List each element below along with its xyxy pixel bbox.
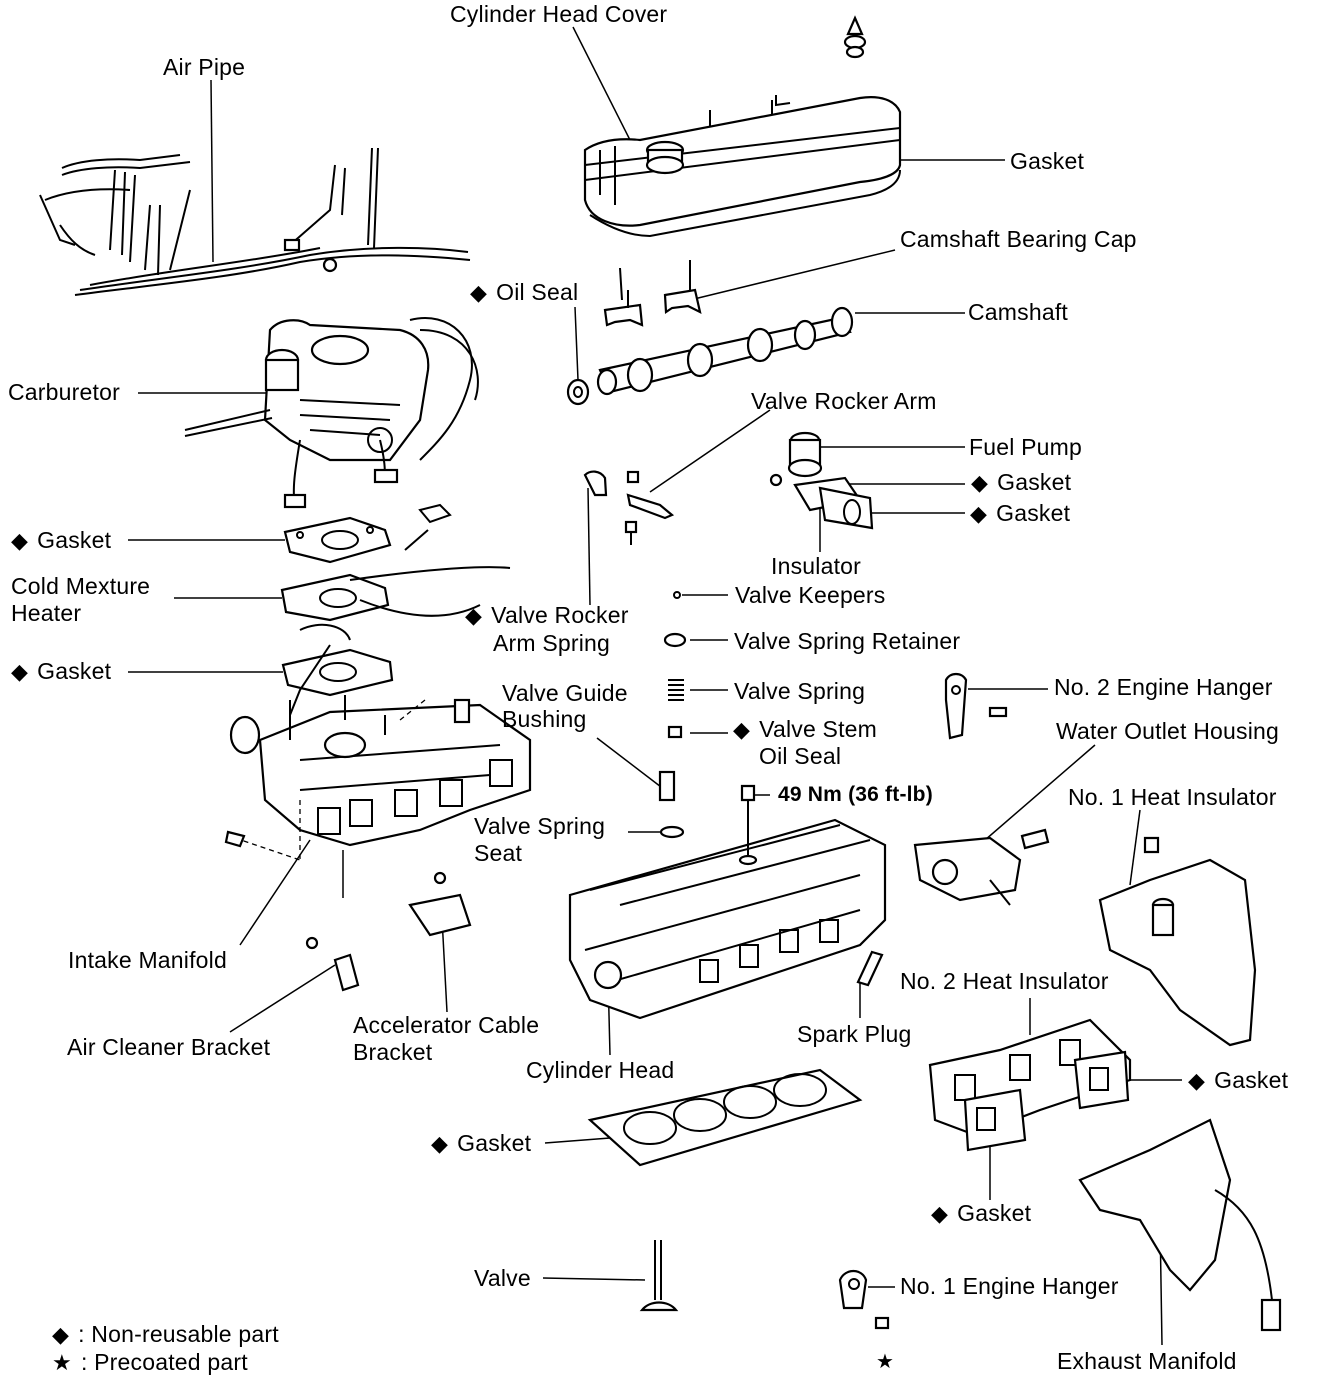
label-gasket-intake: ◆Gasket [11,658,112,684]
no1-engine-hanger-drawing [838,1269,890,1330]
intake-manifold-drawing [224,695,532,861]
label-torque-spec: 49 Nm (36 ft-lb) [778,783,933,806]
legend-non-reusable-text: : Non-reusable part [78,1321,279,1347]
label-insulator: Insulator [771,553,862,579]
label-gasket-fuel-pump-2: ◆Gasket [970,500,1071,526]
no2-heat-insulator-drawing [928,1018,1132,1152]
camshaft-drawing [566,260,854,406]
fuel-pump-drawing [769,431,874,530]
label-valve-guide-bushing-line2: Bushing [502,706,587,732]
precoated-star-mark: ★ [876,1351,895,1373]
cylinder-head-drawing [568,784,887,1020]
label-cold-mixture-heater-line1: Cold Mexture [11,573,151,599]
non-reusable-mark: ◆ [11,528,29,553]
label-valve-rocker-arm-spring-line1: ◆Valve Rocker [465,602,629,628]
label-gasket-head: ◆Gasket [431,1130,532,1156]
water-outlet-housing-drawing [913,828,1050,906]
label-valve-rocker-arm-spring-line2: Arm Spring [493,630,611,656]
non-reusable-mark: ◆ [431,1131,449,1156]
label-valve-guide-bushing-line1: Valve Guide [502,680,628,706]
label-gasket-fuel-pump-1: ◆Gasket [971,469,1072,495]
non-reusable-mark: ◆ [465,603,483,628]
label-spark-plug: Spark Plug [797,1021,912,1047]
label-gasket-carburetor: ◆Gasket [11,527,112,553]
label-valve-spring-seat-line2: Seat [474,840,523,866]
label-valve-stem-oil-seal-line1: ◆Valve Stem [733,716,878,742]
valve-drawing [639,1240,679,1312]
label-cylinder-head-cover: Cylinder Head Cover [450,1,668,27]
label-valve-spring-retainer: Valve Spring Retainer [734,628,961,654]
label-cold-mixture-heater-line2: Heater [11,600,82,626]
exhaust-manifold-drawing [1078,1118,1282,1332]
label-water-outlet-housing: Water Outlet Housing [1056,718,1280,744]
non-reusable-mark: ◆ [970,501,988,526]
label-oil-seal: ◆Oil Seal [470,279,579,305]
legend-precoated: ★ : Precoated part [52,1349,248,1376]
non-reusable-mark: ◆ [931,1201,949,1226]
rocker-arm-drawing [583,470,675,545]
no2-engine-hanger-drawing [944,672,1008,740]
non-reusable-mark: ◆ [971,470,989,495]
label-gasket-exhaust: ◆Gasket [1188,1067,1289,1093]
label-cylinder-head: Cylinder Head [526,1057,675,1083]
label-air-pipe: Air Pipe [163,54,246,80]
carburetor-drawing [184,317,479,509]
label-no2-heat-insulator: No. 2 Heat Insulator [900,968,1109,994]
label-no2-engine-hanger: No. 2 Engine Hanger [1054,674,1273,700]
spark-plug-drawing [856,950,884,987]
legend-diamond-symbol: ◆ [52,1322,70,1347]
label-camshaft-bearing-cap: Camshaft Bearing Cap [900,226,1137,252]
label-exhaust-manifold: Exhaust Manifold [1057,1348,1237,1374]
label-valve-rocker-arm: Valve Rocker Arm [751,388,937,414]
label-air-cleaner-bracket: Air Cleaner Bracket [67,1034,271,1060]
carb-gaskets-drawing [280,503,511,716]
legend-precoated-text: : Precoated part [80,1349,248,1375]
air-pipe-drawing [39,147,471,296]
legend-non-reusable: ◆ : Non-reusable part [52,1321,279,1348]
brackets-drawing [305,871,472,992]
label-accelerator-cable-bracket-line2: Bracket [353,1039,433,1065]
non-reusable-mark: ◆ [1188,1068,1206,1093]
label-carburetor: Carburetor [8,379,120,405]
label-fuel-pump: Fuel Pump [969,434,1083,460]
label-valve-keepers: Valve Keepers [735,582,886,608]
head-gasket-drawing [587,1068,863,1167]
non-reusable-mark: ◆ [11,659,29,684]
label-valve-spring-seat-line1: Valve Spring [474,813,606,839]
label-valve: Valve [474,1265,531,1291]
non-reusable-mark: ◆ [470,280,488,305]
label-gasket-cover: Gasket [1010,148,1085,174]
valve-parts-drawing [658,591,687,839]
legend-star-symbol: ★ [52,1350,72,1375]
label-valve-stem-oil-seal-line2: Oil Seal [759,743,842,769]
label-no1-engine-hanger: No. 1 Engine Hanger [900,1273,1119,1299]
non-reusable-mark: ◆ [733,717,751,742]
cylinder-head-cover-drawing [583,15,902,238]
label-intake-manifold: Intake Manifold [68,947,227,973]
label-valve-spring: Valve Spring [734,678,866,704]
label-camshaft: Camshaft [968,299,1069,325]
label-gasket-insulator: ◆Gasket [931,1200,1032,1226]
label-accelerator-cable-bracket-line1: Accelerator Cable [353,1012,540,1038]
label-no1-heat-insulator: No. 1 Heat Insulator [1068,784,1277,810]
no1-heat-insulator-drawing [1098,836,1257,1047]
